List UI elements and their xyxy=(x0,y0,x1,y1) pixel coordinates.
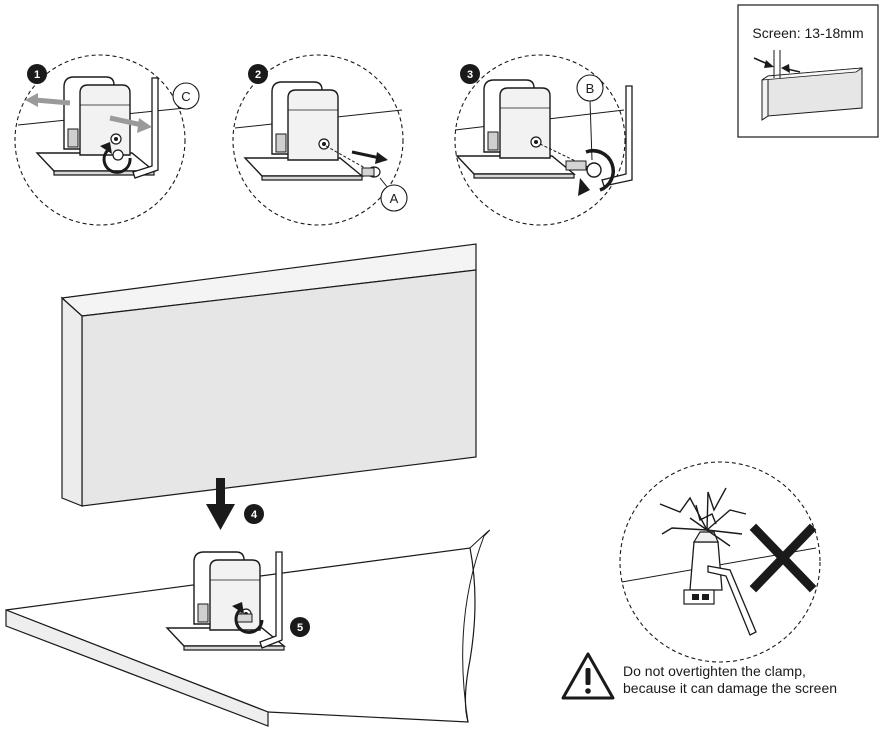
overtighten-detail xyxy=(619,461,821,663)
screen-spec-label: Screen: 13-18mm xyxy=(752,25,863,41)
clamp-on-desk xyxy=(166,551,285,651)
rotate-arrow-icon xyxy=(578,149,615,196)
part-a-callout xyxy=(380,184,408,212)
part-c-callout xyxy=(172,82,200,110)
step-2-number: 2 xyxy=(255,69,261,81)
part-b-callout xyxy=(576,74,604,102)
arrow-down-icon xyxy=(206,478,235,530)
warning-line-2: because it can damage the screen xyxy=(623,680,837,696)
step-4-badge xyxy=(244,504,264,524)
step-5-number: 5 xyxy=(297,622,303,634)
step-1-detail: 1 C xyxy=(14,54,200,226)
step-3-badge xyxy=(460,64,480,84)
part-a-label: A xyxy=(390,191,399,206)
warning-line-1: Do not overtighten the clamp, xyxy=(623,663,806,679)
cross-icon xyxy=(749,523,817,593)
step-1-number: 1 xyxy=(34,69,40,81)
rotate-arrow-icon xyxy=(100,142,132,174)
step-2-badge xyxy=(248,64,268,84)
step-4-number: 4 xyxy=(251,509,258,521)
part-b-label: B xyxy=(586,81,595,96)
warning-triangle-icon xyxy=(561,652,615,700)
screen-spec-box: Screen: 13-18mm xyxy=(737,4,879,138)
step-3-number: 3 xyxy=(467,69,473,81)
rotate-arrow-icon xyxy=(232,602,264,634)
part-c-label: C xyxy=(181,89,190,104)
monitor-screen xyxy=(60,243,477,507)
step-1-badge xyxy=(27,64,47,84)
step-3-detail: 3 B xyxy=(454,54,633,226)
crack-lines xyxy=(659,487,747,547)
step-5-badge xyxy=(290,617,310,637)
step-2-detail: 2 A xyxy=(232,54,408,226)
